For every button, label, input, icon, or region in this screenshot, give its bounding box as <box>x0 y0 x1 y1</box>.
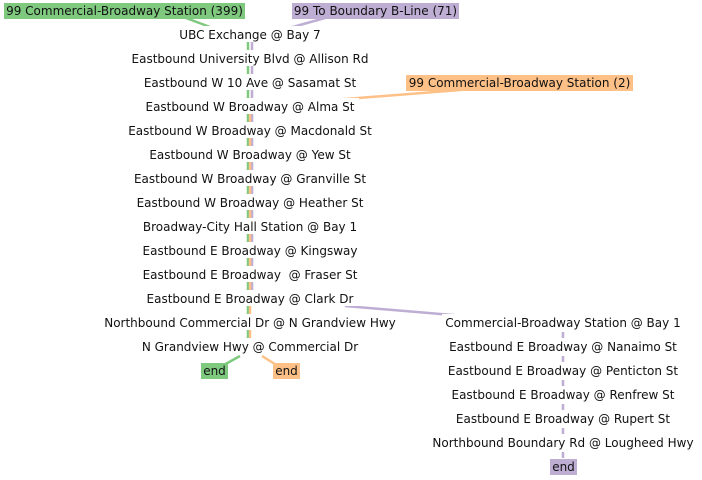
route-label-r399-text: 99 Commercial-Broadway Station (399) <box>6 4 243 18</box>
branch-stops: Commercial-Broadway Station @ Bay 1 East… <box>428 314 698 450</box>
trunk-stops: UBC Exchange @ Bay 7 Eastbound Universit… <box>100 26 400 354</box>
end-marker-r71: end <box>550 459 577 475</box>
stop-heather-st: Eastbound W Broadway @ Heather St <box>137 196 364 210</box>
end-marker-r399-text: end <box>203 364 226 378</box>
route-label-r2-bg <box>406 75 633 91</box>
end-marker-r71-text: end <box>552 460 575 474</box>
end-marker-r2: end <box>273 363 300 379</box>
stop-sasamat-st: Eastbound W 10 Ave @ Sasamat St <box>144 76 357 90</box>
stop-macdonald-st: Eastbound W Broadway @ Macdonald St <box>128 124 372 138</box>
route-label-r399: 99 Commercial-Broadway Station (399) <box>4 3 245 19</box>
route-label-r71: 99 To Boundary B-Line (71) <box>292 3 459 19</box>
route-label-r2: 99 Commercial-Broadway Station (2) <box>406 75 633 91</box>
route-label-r71-bg <box>292 3 459 19</box>
route-label-r71-text: 99 To Boundary B-Line (71) <box>294 4 457 18</box>
stop-allison-rd: Eastbound University Blvd @ Allison Rd <box>132 52 369 66</box>
stop-granville-st: Eastbound W Broadway @ Granville St <box>134 172 366 186</box>
end-marker-r399-bg <box>201 363 228 379</box>
stop-fraser-st: Eastbound E Broadway @ Fraser St <box>143 268 358 282</box>
stop-penticton-st: Eastbound E Broadway @ Penticton St <box>448 364 679 378</box>
route-label-r2-text: 99 Commercial-Broadway Station (2) <box>409 76 631 90</box>
end-marker-r2-bg <box>273 363 300 379</box>
stop-alma-st: Eastbound W Broadway @ Alma St <box>145 100 354 114</box>
end-marker-r71-bg <box>550 459 577 475</box>
stop-clark-dr: Eastbound E Broadway @ Clark Dr <box>147 292 354 306</box>
route-label-r399-bg <box>4 3 245 19</box>
stop-yew-st: Eastbound W Broadway @ Yew St <box>149 148 351 162</box>
stop-commercial-dr-n-grandview: Northbound Commercial Dr @ N Grandview H… <box>104 316 396 330</box>
stop-ubc-exchange: UBC Exchange @ Bay 7 <box>179 28 320 42</box>
stop-kingsway: Eastbound E Broadway @ Kingsway <box>143 244 358 258</box>
stop-broadway-city-hall: Broadway-City Hall Station @ Bay 1 <box>143 220 357 234</box>
stop-nanaimo-st: Eastbound E Broadway @ Nanaimo St <box>449 340 677 354</box>
stop-rupert-st: Eastbound E Broadway @ Rupert St <box>456 412 670 426</box>
end-marker-r2-text: end <box>275 364 298 378</box>
stop-n-grandview-hwy: N Grandview Hwy @ Commercial Dr <box>142 340 358 354</box>
stop-commercial-broadway-bay1: Commercial-Broadway Station @ Bay 1 <box>445 316 680 330</box>
stop-boundary-rd-lougheed: Northbound Boundary Rd @ Lougheed Hwy <box>432 436 693 450</box>
end-marker-r399: end <box>201 363 228 379</box>
stop-renfrew-st: Eastbound E Broadway @ Renfrew St <box>451 388 674 402</box>
